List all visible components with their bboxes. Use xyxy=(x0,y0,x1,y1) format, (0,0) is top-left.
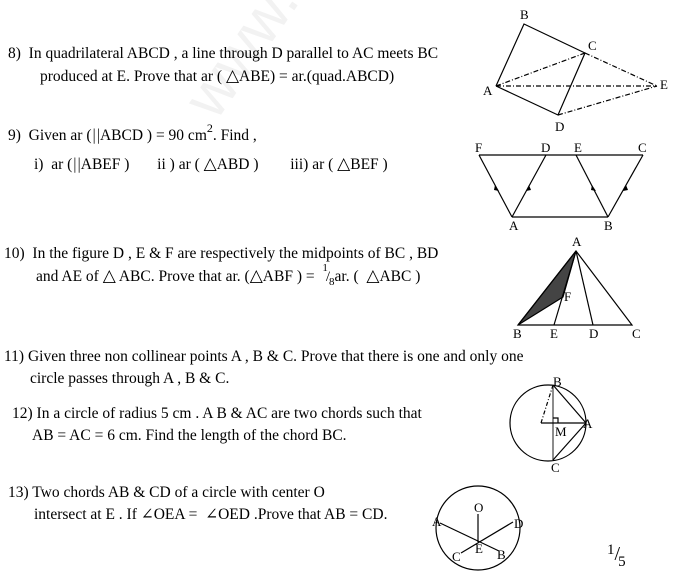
part-ii: ii ) ar ( △ABD ) xyxy=(157,154,259,174)
question-10: 10) In the figure D , E & F are respecti… xyxy=(4,243,438,289)
question-9-line-1: 9) Given ar (||ABCD ) = 90 cm2. Find , xyxy=(8,121,257,144)
question-11: 11) Given three non collinear points A ,… xyxy=(4,346,523,390)
svg-text:E: E xyxy=(550,326,558,341)
svg-text:C: C xyxy=(588,38,597,53)
question-number: 11) xyxy=(4,348,25,365)
triangle-icon: △ xyxy=(203,154,217,174)
question-13-line-2: intersect at E . If ∠OEA = ∠OED .Prove t… xyxy=(34,506,388,523)
svg-text:D: D xyxy=(555,119,564,134)
part-iii: iii) ar ( △BEF ) xyxy=(290,154,388,174)
question-13-line-1: 13) Two chords AB & CD of a circle with … xyxy=(8,484,325,501)
svg-text:A: A xyxy=(483,83,493,98)
question-number: 9) xyxy=(8,127,21,144)
question-number: 8) xyxy=(8,45,21,62)
triangle-icon: △ xyxy=(225,66,240,86)
figure-13-labels: O A D C E B xyxy=(432,500,523,564)
figure-triangle-abc xyxy=(516,250,634,326)
fraction-numerator: 1 xyxy=(322,262,328,274)
angle-icon: ∠ xyxy=(205,506,219,523)
question-9-parts: i) ar (||ABEF ) ii ) ar ( △ABD ) iii) ar… xyxy=(8,153,388,176)
question-8-line-1: 8) In quadrilateral ABCD , a line throug… xyxy=(8,45,439,62)
question-12-line-1: 12) In a circle of radius 5 cm . A B & A… xyxy=(12,405,422,422)
question-12: 12) In a circle of radius 5 cm . A B & A… xyxy=(12,403,422,447)
svg-text:A: A xyxy=(583,416,593,431)
svg-text:B: B xyxy=(604,218,613,233)
svg-text:A: A xyxy=(509,218,519,233)
question-11-line-2: circle passes through A , B & C. xyxy=(30,370,230,387)
question-11-line-1: 11) Given three non collinear points A ,… xyxy=(4,348,524,365)
svg-text:E: E xyxy=(660,77,668,92)
question-13: 13) Two chords AB & CD of a circle with … xyxy=(8,482,387,526)
svg-text:D: D xyxy=(541,140,550,155)
triangle-icon: △ xyxy=(102,266,116,286)
parallelogram-icon: || xyxy=(91,126,102,144)
svg-text:B: B xyxy=(553,374,562,389)
svg-text:D: D xyxy=(589,326,598,341)
triangle-icon: △ xyxy=(337,154,351,174)
svg-text:E: E xyxy=(574,140,582,155)
part-i: i) ar (||ABEF ) xyxy=(34,155,130,173)
svg-text:C: C xyxy=(632,326,641,341)
figure-parallelograms xyxy=(478,154,644,218)
svg-text:O: O xyxy=(474,500,483,515)
figure-8-labels: B C A D E xyxy=(483,7,668,134)
page-number: 1/5 xyxy=(607,542,626,570)
question-12-line-2: AB = AC = 6 cm. Find the length of the c… xyxy=(32,427,347,444)
svg-text:A: A xyxy=(432,514,442,529)
figure-circle-chords xyxy=(509,384,587,462)
question-9: 9) Given ar (||ABCD ) = 90 cm2. Find , i… xyxy=(8,121,388,176)
triangle-icon: △ xyxy=(366,266,380,286)
figure-9-labels: F D E C A B xyxy=(475,140,647,233)
svg-text:B: B xyxy=(513,326,522,341)
svg-text:C: C xyxy=(638,140,647,155)
triangle-icon: △ xyxy=(249,266,263,286)
question-number: 12) xyxy=(12,405,33,422)
question-number: 13) xyxy=(8,484,29,501)
svg-text:F: F xyxy=(564,289,571,304)
svg-text:B: B xyxy=(497,547,506,562)
svg-text:B: B xyxy=(520,7,529,22)
parallel-arrow-icons xyxy=(494,185,628,191)
svg-text:A: A xyxy=(572,234,582,249)
svg-text:M: M xyxy=(555,424,567,439)
fraction-denominator: 8 xyxy=(329,276,335,288)
svg-text:C: C xyxy=(452,549,461,564)
svg-text:D: D xyxy=(514,516,523,531)
angle-icon: ∠ xyxy=(140,506,154,523)
question-number: 10) xyxy=(4,245,25,262)
figure-circle-intersecting-chords xyxy=(435,485,521,571)
question-10-line-1: 10) In the figure D , E & F are respecti… xyxy=(4,245,439,262)
svg-text:C: C xyxy=(551,460,560,475)
svg-text:F: F xyxy=(475,140,482,155)
figure-10-labels: A F B E D C xyxy=(513,234,641,341)
parallelogram-icon: || xyxy=(72,155,82,173)
svg-text:E: E xyxy=(475,541,483,556)
figure-12-labels: B A M C xyxy=(551,374,593,475)
question-8: 8) In quadrilateral ABCD , a line throug… xyxy=(8,43,438,88)
question-8-line-2: produced at E. Prove that ar ( △ABE) = a… xyxy=(40,66,395,86)
figure-quadrilateral-abcd xyxy=(495,23,658,116)
question-10-line-2: and AE of △ ABC. Prove that ar. (△ABF ) … xyxy=(36,262,421,288)
